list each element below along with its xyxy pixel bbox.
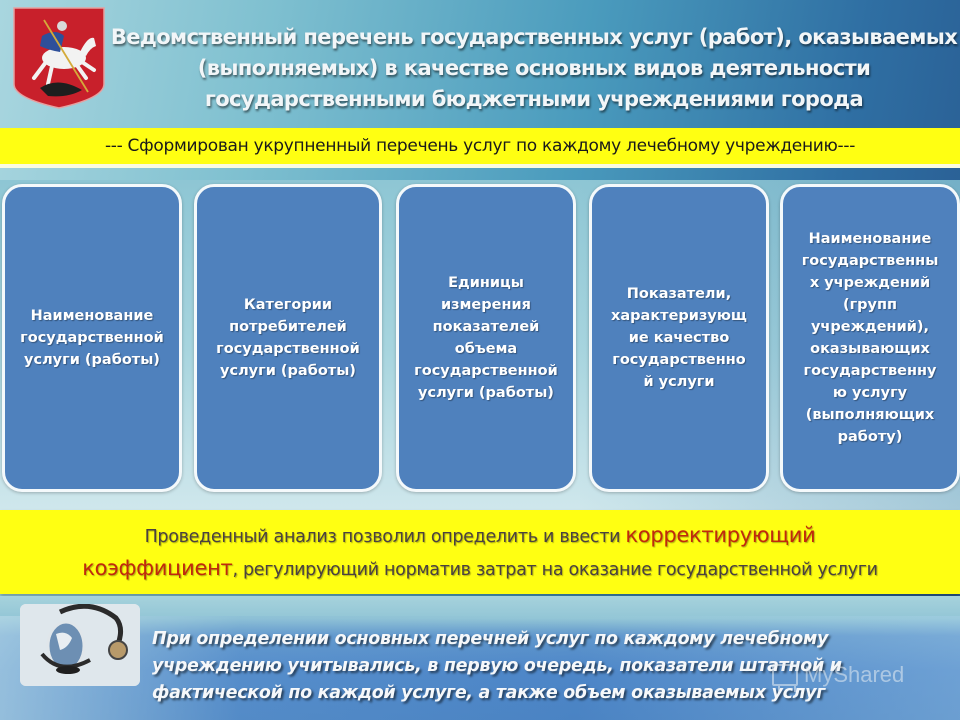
analysis-accent-word: корректирующий [625,523,816,547]
presentation-board-icon [772,664,798,692]
globe-stethoscope-image [20,604,140,686]
moscow-coat-of-arms-icon [12,6,106,110]
analysis-text-part1: Проведенный анализ позволил определить и… [144,527,626,547]
title-line: Ведомственный перечень государственных у… [110,25,958,49]
card-volume-units: Единицы измерения показателей объема гос… [396,184,576,492]
summary-banner-text: --- Сформирован укрупненный перечень усл… [104,136,856,156]
title-line: (выполняемых) в качестве основных видов … [197,56,871,80]
watermark: MyShared [772,662,905,692]
card-service-name: Наименование государственной услуги (раб… [2,184,182,492]
bottom-note-panel: При определении основных перечней услуг … [0,596,960,720]
bottom-note-text: При определении основных перечней услуг … [152,629,842,703]
analysis-text-part2: , регулирующий норматив затрат на оказан… [232,560,878,580]
title-line: государственными бюджетными учреждениями… [204,87,864,111]
summary-banner: --- Сформирован укрупненный перечень усл… [0,128,960,168]
card-consumer-categories: Категории потребителей государственной у… [194,184,382,492]
service-list-components: Наименование государственной услуги (раб… [0,184,960,492]
analysis-banner: Проведенный анализ позволил определить и… [0,510,960,594]
watermark-text: MyShared [804,662,905,687]
page-title: Ведомственный перечень государственных у… [108,22,960,115]
card-quality-indicators: Показатели, характеризующ ие качество го… [589,184,769,492]
card-institution-names: Наименование государственны х учреждений… [780,184,960,492]
analysis-accent-word: коэффициент [82,556,233,580]
